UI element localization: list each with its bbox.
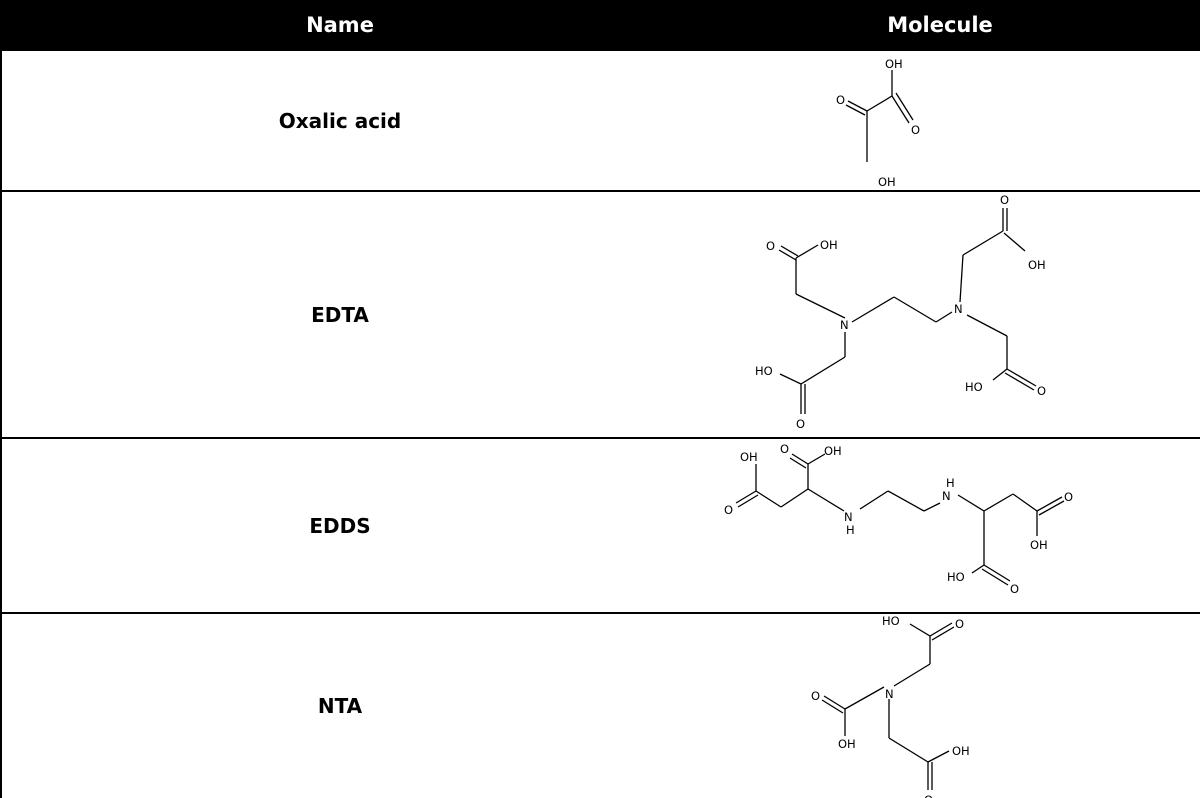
compound-name: EDDS [309,513,371,538]
atom-label: O [1064,490,1073,504]
molecule-cell: OH O OH O N H H N O OH HO O [680,439,1200,612]
atom-label: O [796,417,805,431]
header-name: Name [306,13,374,37]
atom-label: OH [952,744,970,758]
table-row-oxalic-acid: Oxalic acid OH O O OH [0,51,1200,192]
atom-label: OH [1028,258,1046,272]
atom-label: O [836,93,845,107]
atom-label: OH [838,737,856,751]
edta-structure: O OH O OH N N HO O HO O [755,193,1046,431]
table-row-edta: EDTA [0,192,1200,439]
compound-name: EDTA [311,302,369,327]
atom-label: H [946,476,955,490]
atom-label: O [1010,582,1019,596]
atom-label: O [766,239,775,253]
atom-label: HO [965,380,983,394]
atom-label: OH [820,238,838,252]
oxalic-acid-structure: OH O O OH [836,57,920,189]
atom-label: O [724,503,733,517]
atom-label: HO [755,364,773,378]
edds-structure: OH O OH O N H H N O OH HO O [724,442,1073,596]
header-molecule: Molecule [887,13,993,37]
atom-label: OH [878,175,896,189]
atom-label: O [924,793,933,798]
atom-label: O [1037,384,1046,398]
atom-label: OH [824,444,842,458]
atom-label: N [942,489,951,503]
atom-label: O [911,123,920,137]
table-left-border [0,0,2,798]
atom-label: N [954,302,963,316]
nta-structure: HO O O OH N OH O [811,614,970,798]
atom-label: N [840,318,849,332]
molecule-cell: HO O O OH N OH O [680,614,1200,798]
atom-label: O [811,689,820,703]
compound-name: NTA [317,694,363,718]
atom-label: N [844,510,853,524]
compound-name: Oxalic acid [278,108,402,133]
table-row-nta: NTA HO O O [0,614,1200,798]
atom-label: OH [740,450,758,464]
table-header: Name Molecule [0,0,1200,51]
atom-label: OH [1030,538,1048,552]
molecule-cell: OH O O OH [680,51,1200,190]
table-row-edds: EDDS [0,439,1200,614]
atom-label: O [780,442,789,456]
atom-label: O [955,617,964,631]
atom-label: OH [885,57,903,71]
atom-label: O [1000,193,1009,207]
atom-label: HO [947,570,965,584]
atom-label: H [846,523,855,537]
atom-label: HO [882,614,900,628]
molecule-cell: O OH O OH N N HO O HO O [680,192,1200,437]
atom-label: N [885,687,894,701]
